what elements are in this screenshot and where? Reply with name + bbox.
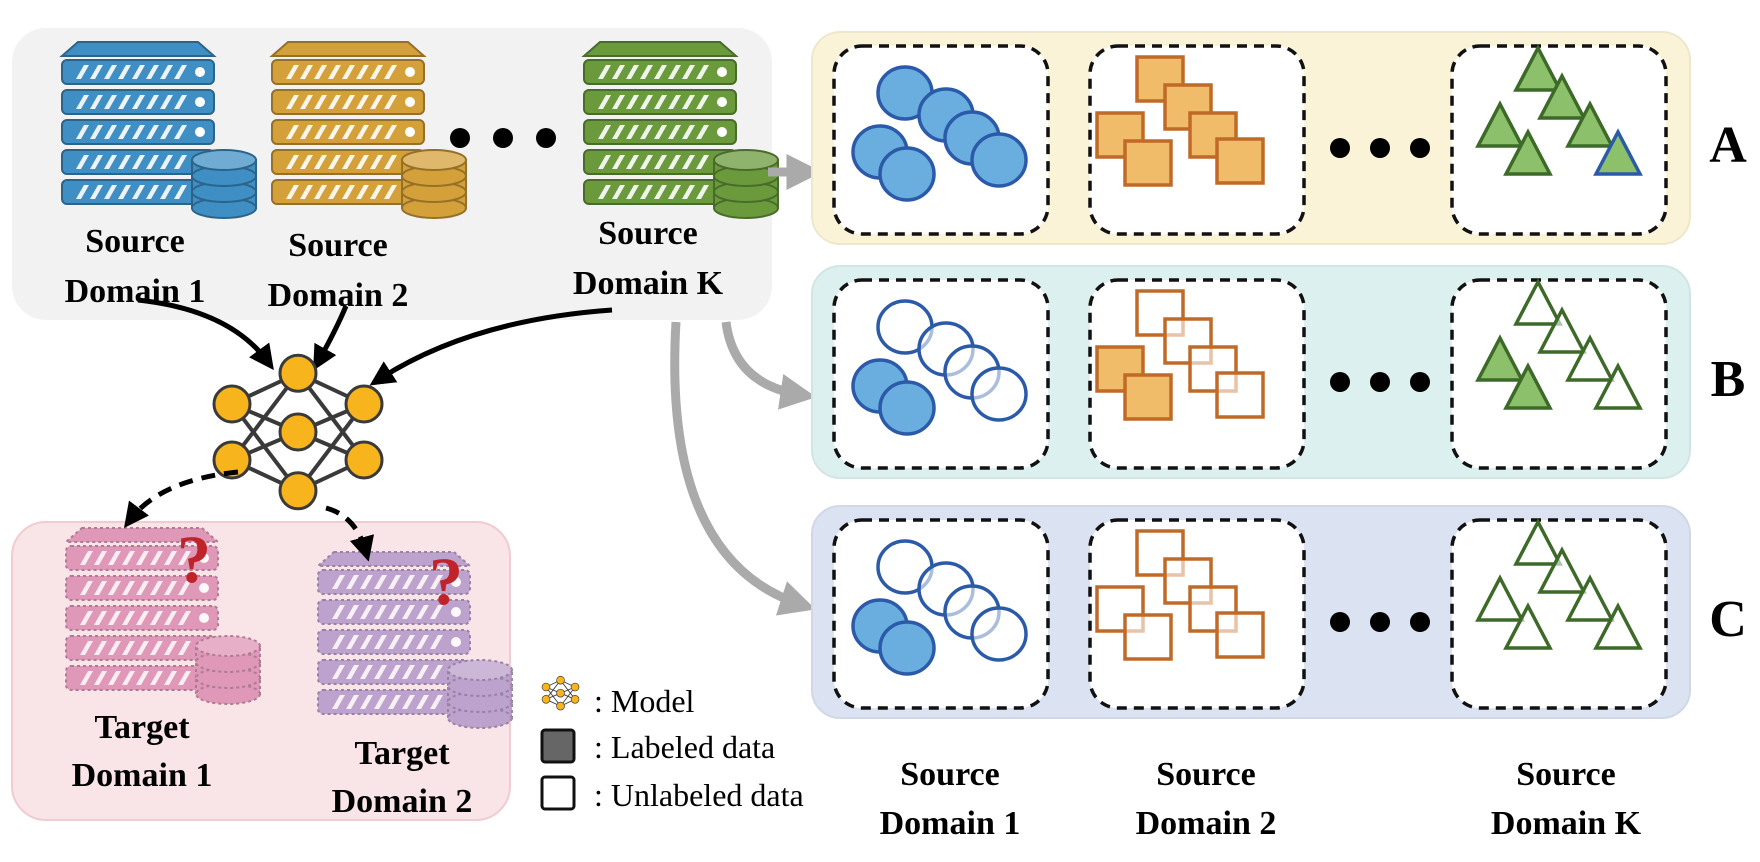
model-network-icon: [212, 353, 384, 511]
source-1-line2: Domain 1: [65, 273, 206, 310]
circle-samples: [851, 65, 1028, 202]
triangle-samples: [1475, 278, 1643, 410]
setting-arrows: [670, 154, 823, 616]
square-samples: [1095, 55, 1265, 187]
target-1-question-icon: ?: [177, 521, 211, 597]
triangle-sample: [1475, 574, 1525, 622]
triangle-sample: [1503, 602, 1553, 650]
circle-sample: [970, 606, 1028, 662]
square-sample: [1215, 371, 1265, 419]
target-2-line2: Domain 2: [332, 783, 473, 820]
square-samples: [1095, 289, 1265, 421]
bottom-label-2-line2: Domain 2: [1136, 805, 1277, 842]
bottom-label-1-line2: Domain 1: [880, 805, 1021, 842]
square-sample: [1215, 611, 1265, 659]
target-server-icon-2: [315, 551, 513, 729]
model-to-target-arrows: [123, 469, 375, 562]
model-node-4: [278, 412, 318, 452]
triangle-sample: [1593, 128, 1643, 176]
target-2-line1: Target: [354, 735, 450, 772]
square-sample: [1163, 83, 1213, 131]
legend-unlabeled-text: : Unlabeled data: [594, 777, 804, 813]
bottom-label-2-line1: Source: [1156, 756, 1255, 793]
legend-labeled-text: : Labeled data: [594, 729, 775, 765]
circle-sample: [970, 132, 1028, 188]
square-sample: [1215, 137, 1265, 185]
setting-letter-c: C: [1709, 591, 1747, 648]
triangle-sample: [1565, 574, 1615, 622]
setting-row-b: B: [811, 265, 1746, 479]
triangle-sample: [1565, 100, 1615, 148]
square-sample: [1123, 139, 1173, 187]
bottom-label-1-line1: Source: [900, 756, 999, 793]
triangle-sample: [1475, 100, 1525, 148]
triangle-sample: [1593, 362, 1643, 410]
legend-model-text: : Model: [594, 683, 695, 719]
legend-unlabeled-swatch: [540, 775, 576, 811]
triangle-sample: [1593, 602, 1643, 650]
circle-sample: [878, 146, 936, 202]
legend: : Model : Labeled data : Unlabeled data: [540, 675, 804, 813]
target-server-icon-1: [63, 527, 261, 705]
legend-labeled-swatch: [540, 728, 576, 764]
triangle-samples: [1475, 44, 1643, 176]
source-k-line1: Source: [598, 215, 697, 252]
target-1-line1: Target: [94, 709, 190, 746]
square-sample: [1188, 585, 1238, 633]
setting-letter-a: A: [1709, 117, 1747, 174]
model-node-7: [344, 440, 384, 480]
triangle-sample: [1503, 128, 1553, 176]
source-server-icon-3: [581, 41, 779, 219]
triangle-sample: [1513, 44, 1563, 92]
square-sample: [1123, 373, 1173, 421]
triangle-sample: [1537, 72, 1587, 120]
domain-box-3: [1450, 518, 1668, 710]
triangle-sample: [1565, 334, 1615, 382]
source-server-icon-2: [269, 41, 467, 219]
triangle-sample: [1475, 334, 1525, 382]
triangle-sample: [1537, 306, 1587, 354]
circle-sample: [878, 620, 936, 676]
domain-box-3: [1450, 44, 1668, 236]
source-2-line1: Source: [288, 227, 387, 264]
source-ellipsis: [450, 128, 556, 148]
triangle-sample: [1513, 278, 1563, 326]
setting-row-a: A: [811, 31, 1747, 245]
circle-samples: [851, 299, 1028, 436]
model-node-3: [278, 353, 318, 393]
setting-letter-b: B: [1711, 351, 1746, 408]
circle-samples: [851, 539, 1028, 676]
square-samples: [1095, 529, 1265, 661]
circle-sample: [970, 366, 1028, 422]
triangle-samples: [1475, 518, 1643, 650]
source-1-line1: Source: [85, 223, 184, 260]
row-ellipsis: [1330, 372, 1430, 392]
source-to-model-arrows: [137, 297, 613, 386]
circle-sample: [878, 380, 936, 436]
source-server-icon-1: [59, 41, 257, 219]
legend-model-icon: [541, 675, 580, 711]
triangle-sample: [1503, 362, 1553, 410]
target-1-line2: Domain 1: [72, 757, 213, 794]
triangle-sample: [1513, 518, 1563, 566]
bottom-label-k-line2: Domain K: [1491, 805, 1642, 842]
row-ellipsis: [1330, 612, 1430, 632]
target-2-question-icon: ?: [429, 543, 463, 619]
source-2-line2: Domain 2: [268, 277, 409, 314]
model-node-2: [212, 440, 252, 480]
model-node-6: [344, 384, 384, 424]
row-ellipsis: [1330, 138, 1430, 158]
model-node-1: [212, 384, 252, 424]
model-node-5: [278, 471, 318, 511]
source-k-line2: Domain K: [573, 265, 724, 302]
square-sample: [1163, 317, 1213, 365]
square-sample: [1123, 613, 1173, 661]
triangle-sample: [1537, 546, 1587, 594]
bottom-label-k-line1: Source: [1516, 756, 1615, 793]
domain-box-3: [1450, 278, 1668, 470]
setting-row-c: C: [811, 505, 1747, 719]
